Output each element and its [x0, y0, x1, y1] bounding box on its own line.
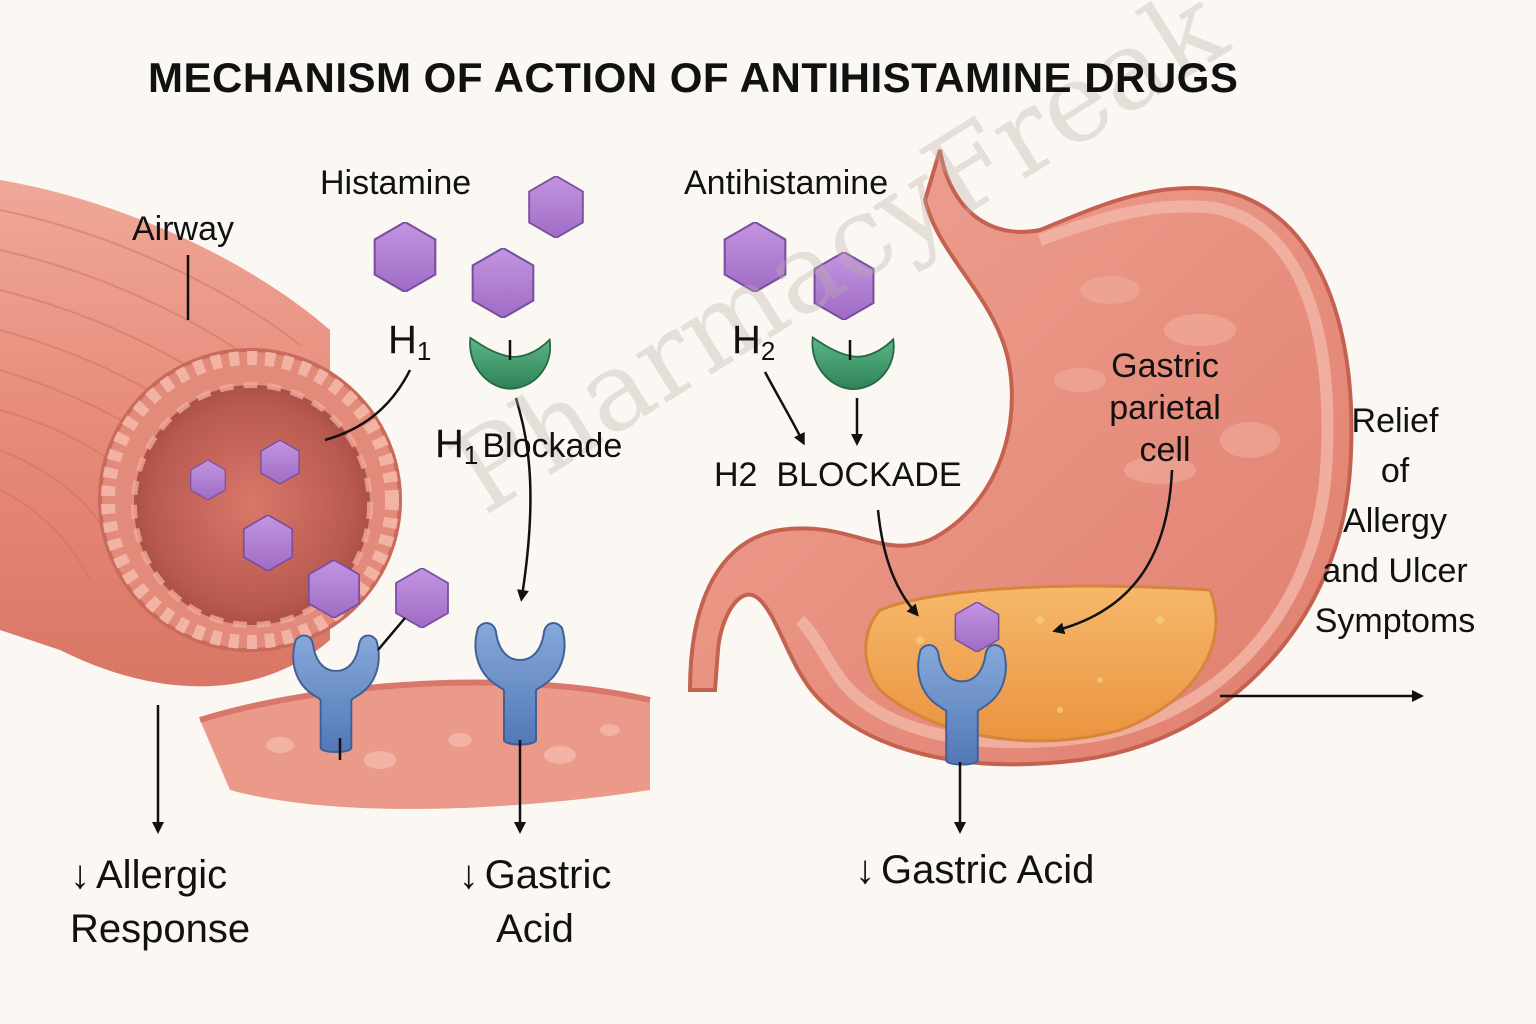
parietal-cell-arrow: [1052, 469, 1174, 635]
h1-label: H1: [388, 318, 432, 366]
relief-line-4: and Ulcer: [1322, 552, 1468, 590]
h1-blockade-arrow: [514, 397, 532, 602]
page-title: MECHANISM OF ACTION OF ANTIHISTAMINE DRU…: [148, 54, 1239, 101]
relief-line-2: of: [1380, 452, 1410, 490]
arrows: [152, 371, 1424, 834]
histamine-molecule: [528, 176, 584, 238]
allergic-response-label: ↓Allergic Response: [70, 853, 251, 951]
connector-lines: [186, 255, 852, 760]
stomach-illustration: [687, 149, 1354, 767]
relief-line-1: Relief: [1351, 402, 1439, 440]
decrease-arrow-icon: ↓: [458, 853, 479, 897]
h2-antagonist: [811, 336, 895, 390]
antihistamine-label: Antihistamine: [684, 164, 889, 202]
decrease-arrow-icon: ↓: [855, 848, 875, 892]
relief-line-5: Symptoms: [1314, 602, 1476, 640]
h2-arrow: [763, 371, 805, 446]
histamine-label: Histamine: [320, 164, 472, 202]
parietal-line-3: cell: [1139, 431, 1191, 469]
parietal-line-1: Gastric: [1111, 347, 1219, 385]
decrease-arrow-icon: ↓: [70, 853, 90, 897]
gastric-acid-right-label: ↓Gastric Acid: [855, 848, 1095, 892]
airway-label: Airway: [132, 210, 235, 248]
relief-label: Relief of Allergy and Ulcer Symptoms: [1290, 396, 1500, 646]
h2-blockade-label: H2 BLOCKADE: [714, 456, 962, 494]
gastric-parietal-cell-label: Gastric parietal cell: [1090, 345, 1240, 471]
left-tissue-bed: [199, 679, 651, 809]
relief-line-3: Allergy: [1343, 502, 1447, 540]
histamine-molecule: [373, 222, 437, 292]
h2-label: H2: [732, 318, 776, 366]
gastric-acid-left-label: ↓Gastric Acid: [458, 853, 612, 951]
h2-blockade-arrow: [876, 509, 919, 617]
parietal-line-2: parietal: [1109, 389, 1221, 427]
histamine-molecule: [471, 248, 535, 318]
